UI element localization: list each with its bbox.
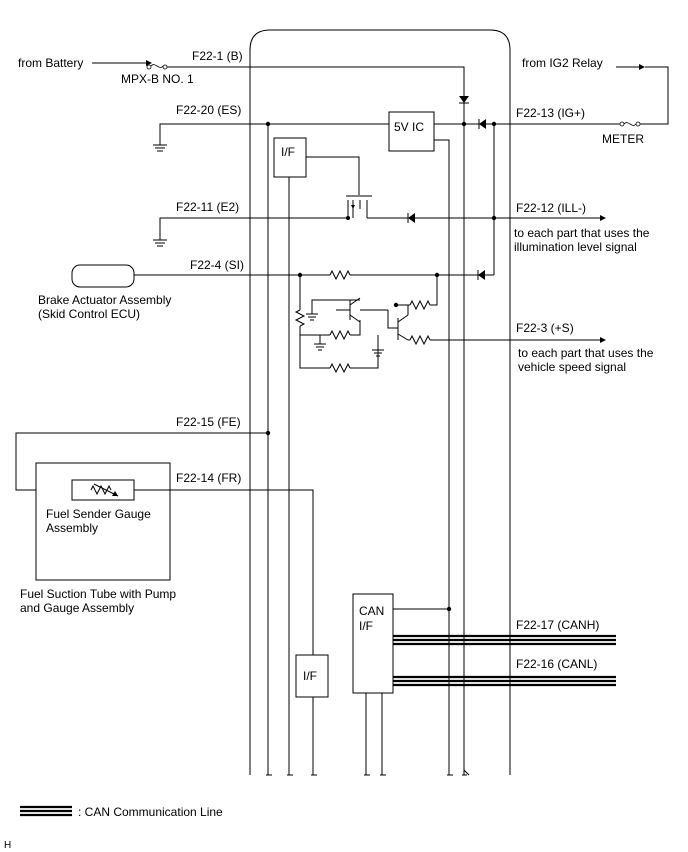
can-h-line xyxy=(393,634,616,646)
resistor-upper-right-icon xyxy=(409,299,431,311)
pin-canh-label: F22-17 (CANH) xyxy=(516,618,599,632)
pin-e2-label: F22-11 (E2) xyxy=(176,200,239,214)
brake-actuator-label-1: Brake Actuator Assembly xyxy=(38,293,171,307)
can-l-line xyxy=(393,675,616,687)
if-bottom-box xyxy=(295,654,329,698)
fuel-suction-label-1: Fuel Suction Tube with Pump xyxy=(20,587,176,601)
corner-mark: H xyxy=(4,840,11,851)
diode-si-icon xyxy=(477,270,485,280)
fuel-sender-label-2: Assembly xyxy=(46,521,98,535)
pin-fr-label: F22-14 (FR) xyxy=(176,471,241,485)
fuel-suction-label-2: and Gauge Assembly xyxy=(20,601,134,615)
ground-e2-icon xyxy=(153,239,167,247)
pin-ill-label: F22-12 (ILL-) xyxy=(516,201,586,215)
pin-ig-label: F22-13 (IG+) xyxy=(516,106,585,120)
can-legend-icon xyxy=(20,805,72,817)
transistor-2-icon xyxy=(387,310,409,341)
pin-s-label: F22-3 (+S) xyxy=(516,321,574,335)
diode-ig-icon xyxy=(478,119,486,129)
fuse-mpx-b-icon xyxy=(146,64,168,70)
brake-actuator-label-2: (Skid Control ECU) xyxy=(38,307,140,321)
pin-es-label: F22-20 (ES) xyxy=(176,103,241,117)
ground-t1-icon xyxy=(306,305,318,321)
ill-note-2: illumination level signal xyxy=(514,240,637,254)
fuel-sender-label-1: Fuel Sender Gauge xyxy=(46,507,151,521)
pin-si-label: F22-4 (SI) xyxy=(190,258,244,272)
variable-resistor-icon xyxy=(90,483,119,497)
resistor-bottom-icon xyxy=(329,362,351,374)
resistor-mid-icon xyxy=(329,329,351,341)
legend-label: : CAN Communication Line xyxy=(78,805,223,819)
ground-t1b-icon xyxy=(314,335,326,351)
can-if-label-1: CAN xyxy=(359,604,384,618)
if-bottom-label: I/F xyxy=(303,669,317,683)
ill-note-1: to each part that uses the xyxy=(514,226,650,240)
fuse-mpx-b-label: MPX-B NO. 1 xyxy=(121,72,194,86)
diode-ill-icon xyxy=(407,213,415,223)
can-if-label-2: I/F xyxy=(359,619,373,633)
ic-5v-box xyxy=(388,111,435,152)
meter-enclosure xyxy=(249,29,511,775)
pin-fe-label: F22-15 (FE) xyxy=(176,415,241,429)
from-battery-label: from Battery xyxy=(18,56,83,70)
transistor-1-icon xyxy=(336,297,361,323)
ground-t2-icon xyxy=(372,340,384,357)
fuse-meter-label: METER xyxy=(602,132,644,146)
speed-note-1: to each part that uses the xyxy=(518,346,654,360)
ic-5v-label: 5V IC xyxy=(394,120,424,134)
transistor-fet-icon xyxy=(346,195,372,220)
pin-b-label: F22-1 (B) xyxy=(192,49,243,63)
from-ig2-label: from IG2 Relay xyxy=(522,56,603,70)
if-top-label: I/F xyxy=(281,145,295,159)
resistor-si-icon xyxy=(329,269,351,281)
fuse-meter-icon xyxy=(619,121,641,127)
resistor-vertical-icon xyxy=(294,309,306,327)
ground-es-icon xyxy=(153,144,167,152)
resistor-output-icon xyxy=(409,334,431,346)
brake-actuator-box xyxy=(71,264,135,288)
can-if-box xyxy=(352,593,394,694)
speed-note-2: vehicle speed signal xyxy=(518,360,626,374)
pin-canl-label: F22-16 (CANL) xyxy=(516,657,597,671)
diode-b-icon xyxy=(459,96,469,104)
